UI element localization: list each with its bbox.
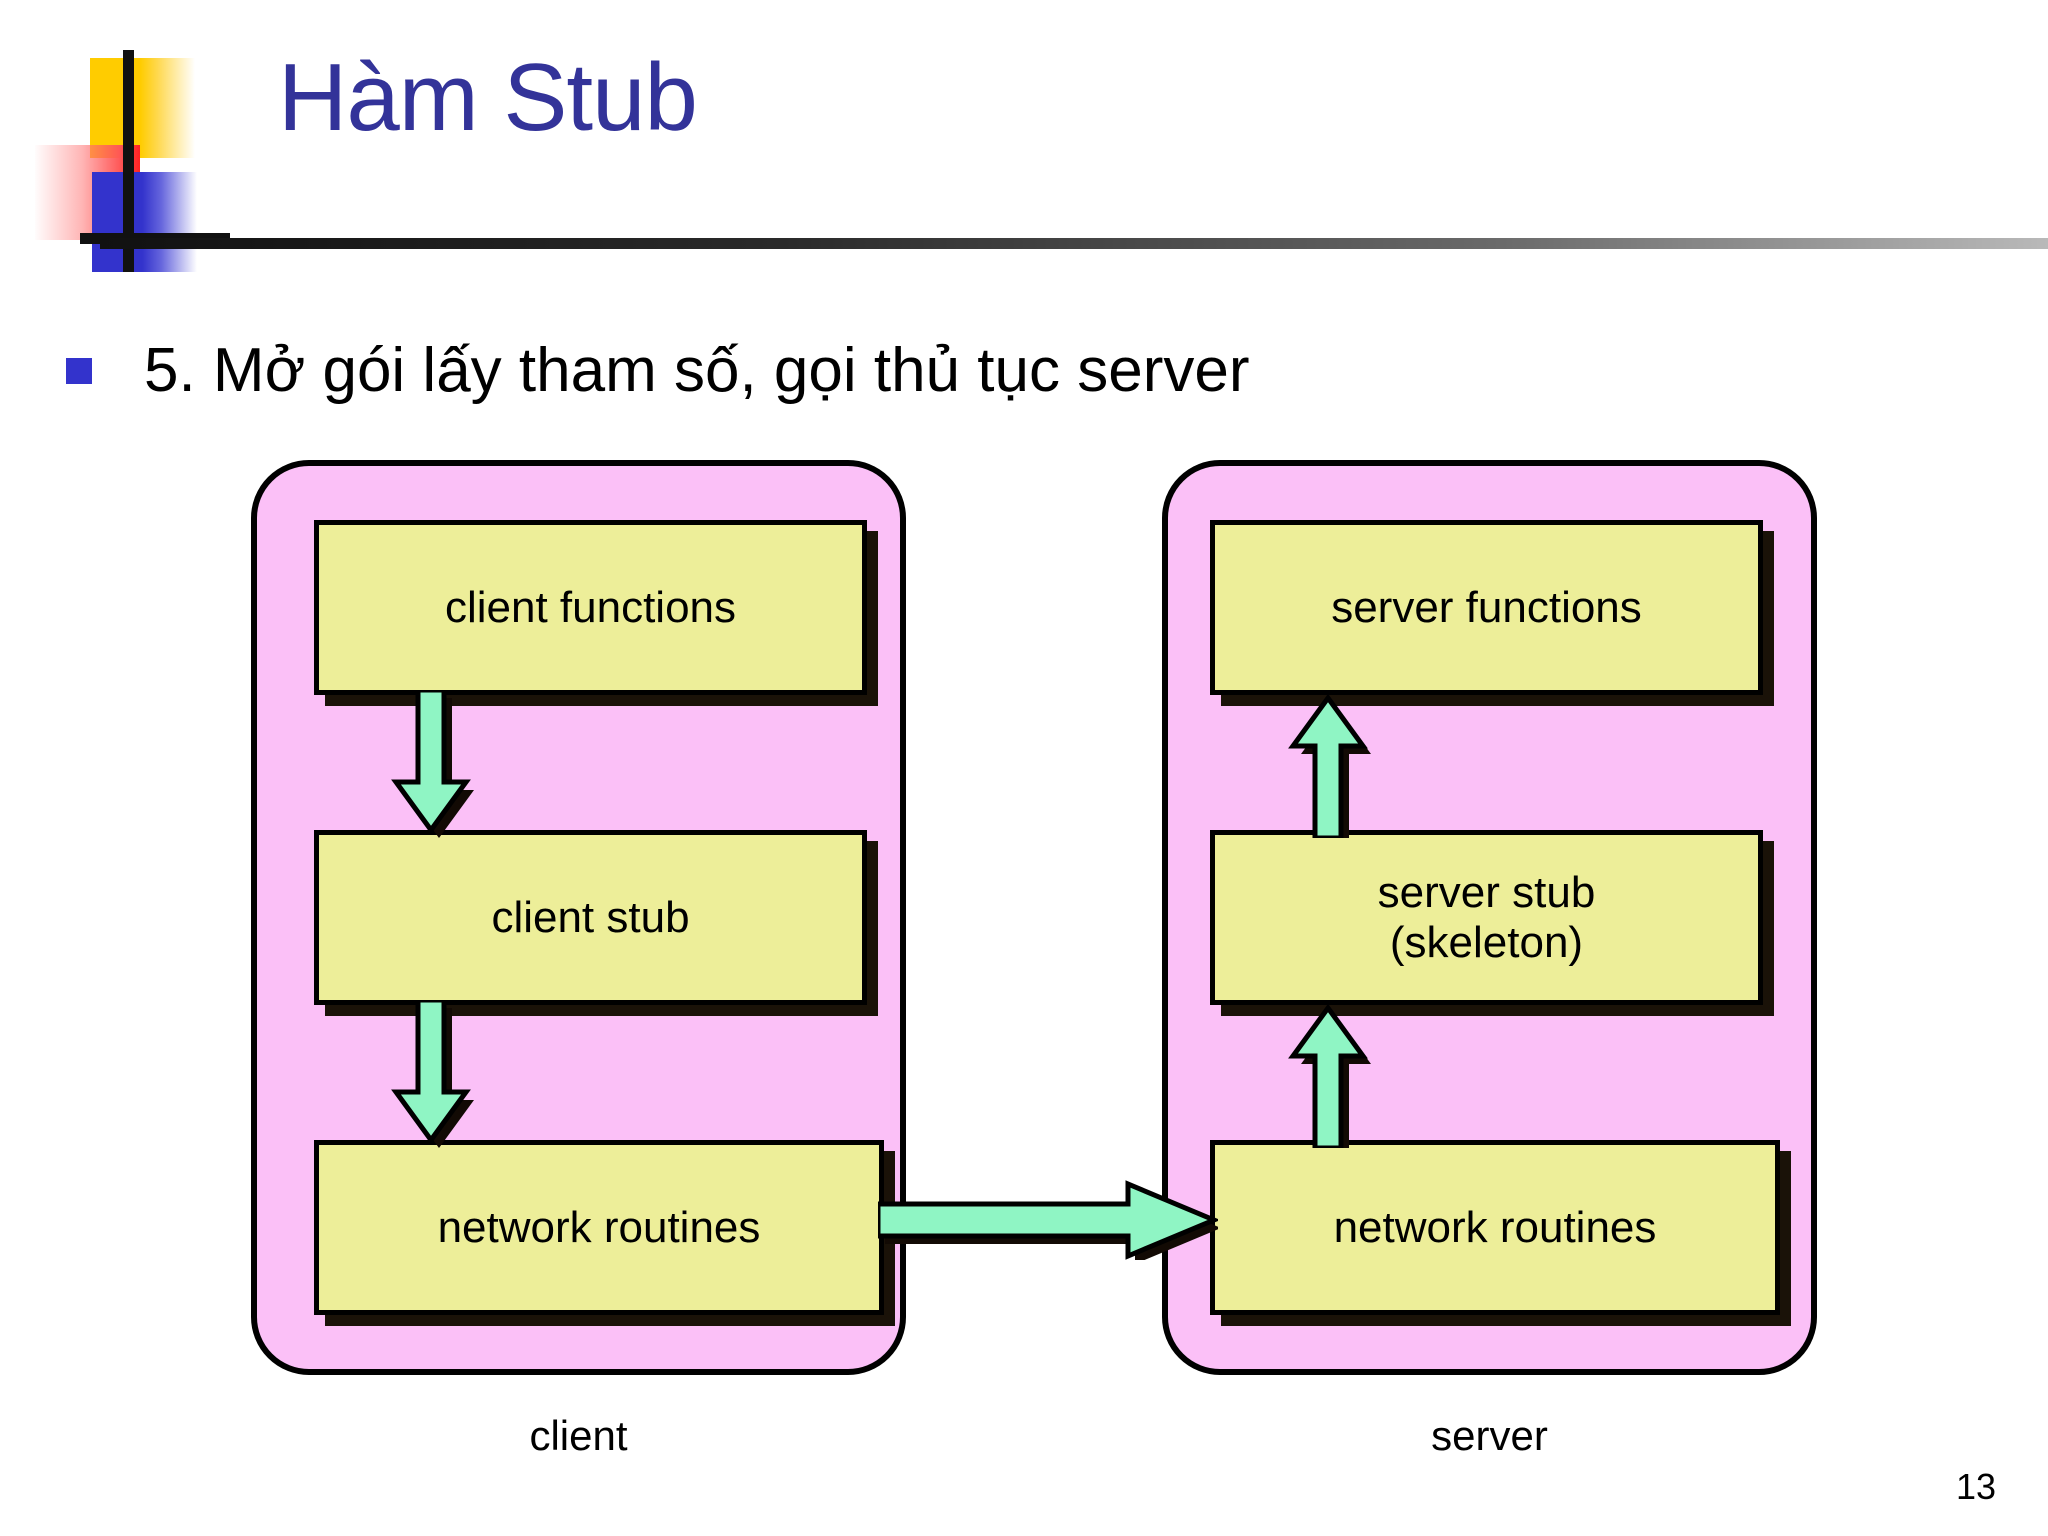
- caption-client: client: [529, 1412, 628, 1459]
- logo-blue-square: [92, 172, 197, 272]
- box-client-functions: client functions: [314, 520, 867, 695]
- arrow-up-icon-server-stub-to-functions: [1285, 690, 1371, 838]
- arrow-right-icon-client-network-to-server-network: [878, 1180, 1218, 1260]
- bullet-text: 5. Mở gói lấy tham số, gọi thủ tục serve…: [144, 336, 1250, 405]
- box-client-network-routines: network routines: [314, 1140, 884, 1315]
- slide-header: Hàm Stub: [0, 0, 2048, 300]
- arrow-down-icon-client-functions-to-stub: [388, 690, 474, 838]
- logo-yellow-square: [90, 58, 195, 158]
- box-server-functions: server functions: [1210, 520, 1763, 695]
- page-number: 13: [1955, 1466, 1996, 1507]
- bullet-row: 5. Mở gói lấy tham số, gọi thủ tục serve…: [66, 340, 1249, 402]
- square-bullet-icon: [66, 358, 92, 384]
- page-title: Hàm Stub: [278, 44, 698, 151]
- decorative-logo-mark: [35, 50, 265, 272]
- caption-server: server: [1431, 1412, 1548, 1459]
- box-server-network-routines: network routines: [1210, 1140, 1780, 1315]
- title-divider-rule: [100, 238, 2048, 249]
- arrow-up-icon-server-network-to-stub: [1285, 1000, 1371, 1148]
- arrow-down-icon-client-stub-to-network: [388, 1000, 474, 1148]
- rpc-stub-diagram: client functions client stub network rou…: [0, 440, 2048, 1500]
- box-server-stub: server stub(skeleton): [1210, 830, 1763, 1005]
- logo-vertical-bar: [123, 50, 134, 272]
- box-client-stub: client stub: [314, 830, 867, 1005]
